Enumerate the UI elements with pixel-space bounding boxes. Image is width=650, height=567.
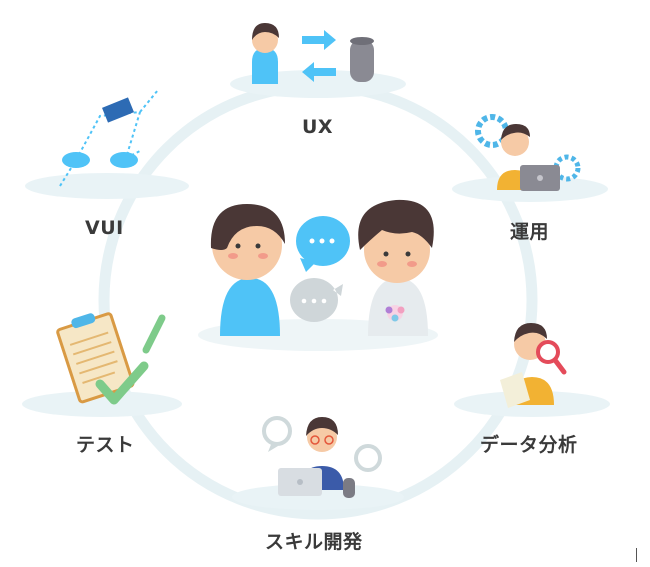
node-label-test: テスト — [76, 434, 135, 456]
node-label-ops: 運用 — [510, 221, 550, 243]
platform-skill — [232, 484, 404, 510]
node-label-ux: UX — [302, 116, 334, 138]
edge-marker — [636, 548, 637, 562]
person-left — [220, 278, 280, 336]
node-label-analytics: データ分析 — [480, 434, 578, 456]
flow-diagram-icon — [59, 89, 159, 187]
platform-vui — [25, 173, 189, 199]
speech-bubble-gray — [290, 278, 343, 323]
voice-speaker-exchange-icon — [252, 23, 374, 84]
node-label-skill: スキル開発 — [265, 531, 363, 553]
developer-laptop-icon — [262, 416, 382, 498]
operator-with-gears-icon — [475, 114, 581, 191]
conversation-people-icon — [210, 199, 434, 336]
speech-bubble-blue — [296, 216, 351, 272]
magnifier-analysis-icon — [500, 323, 567, 408]
node-label-vui: VUI — [85, 217, 124, 239]
platform-test — [22, 391, 182, 417]
clipboard-check-icon — [56, 312, 166, 405]
